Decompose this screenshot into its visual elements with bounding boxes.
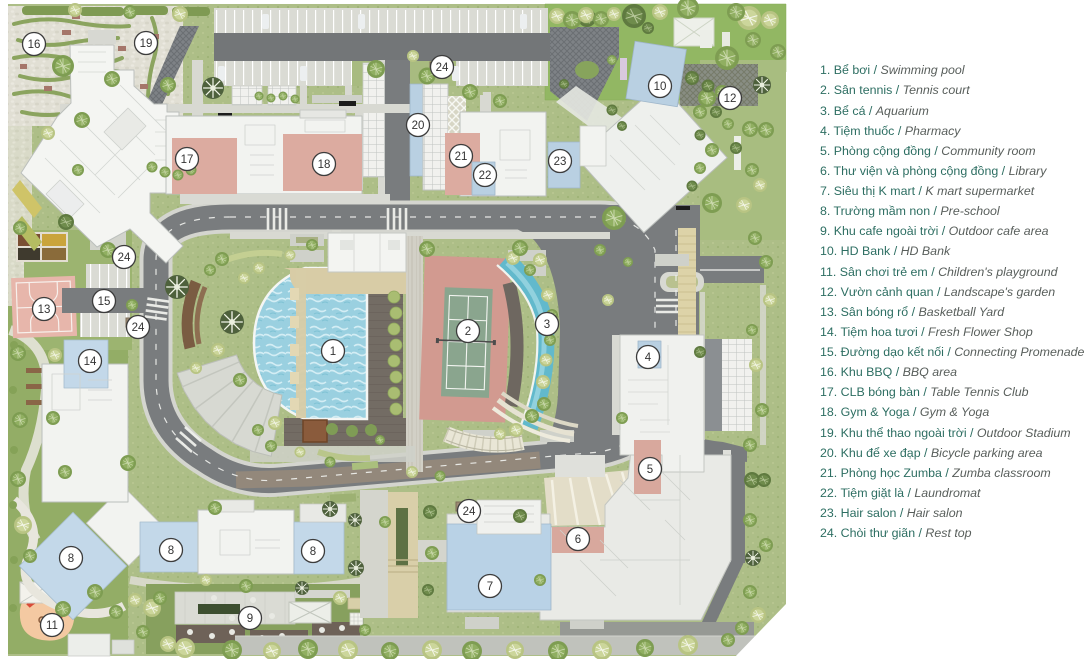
svg-text:8: 8 bbox=[68, 553, 74, 565]
svg-text:8: 8 bbox=[168, 545, 174, 557]
svg-text:21: 21 bbox=[455, 151, 468, 163]
svg-text:5: 5 bbox=[647, 464, 653, 476]
svg-text:22: 22 bbox=[479, 170, 492, 182]
svg-text:7: 7 bbox=[487, 581, 493, 593]
svg-text:24: 24 bbox=[118, 252, 131, 264]
svg-text:20: 20 bbox=[412, 120, 425, 132]
svg-text:12: 12 bbox=[724, 93, 737, 105]
svg-text:10: 10 bbox=[654, 81, 667, 93]
svg-text:17: 17 bbox=[181, 154, 194, 166]
svg-text:24: 24 bbox=[132, 322, 145, 334]
svg-text:6: 6 bbox=[575, 534, 581, 546]
svg-text:24: 24 bbox=[436, 62, 449, 74]
svg-text:24: 24 bbox=[463, 506, 476, 518]
svg-text:9: 9 bbox=[247, 613, 253, 625]
svg-text:18: 18 bbox=[318, 159, 331, 171]
svg-text:15: 15 bbox=[98, 296, 111, 308]
svg-text:23: 23 bbox=[554, 156, 567, 168]
svg-text:8: 8 bbox=[310, 546, 316, 558]
svg-text:1: 1 bbox=[330, 346, 336, 358]
svg-text:3: 3 bbox=[544, 319, 550, 331]
svg-text:14: 14 bbox=[84, 356, 97, 368]
svg-text:19: 19 bbox=[140, 38, 153, 50]
svg-text:2: 2 bbox=[465, 326, 471, 338]
svg-text:16: 16 bbox=[28, 39, 41, 51]
svg-text:4: 4 bbox=[645, 352, 652, 364]
svg-text:11: 11 bbox=[46, 620, 58, 632]
svg-text:13: 13 bbox=[38, 304, 51, 316]
